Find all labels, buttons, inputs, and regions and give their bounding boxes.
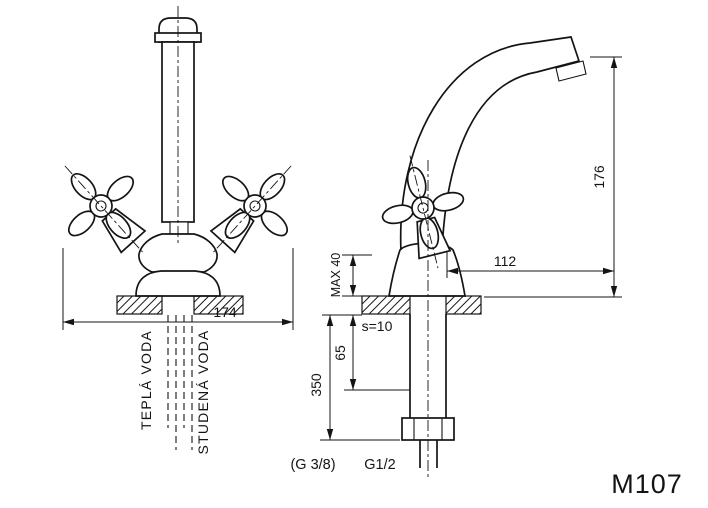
dimension-height-176: 176 bbox=[484, 56, 622, 298]
dimension-max-deck-40: MAX 40 bbox=[329, 253, 372, 298]
dimension-shank-65: 65 bbox=[332, 315, 410, 391]
aerator bbox=[555, 60, 587, 82]
mounting-deck-hatch-side-left bbox=[361, 295, 411, 315]
faucet-base-front bbox=[135, 270, 221, 297]
cold-water-label: STUDENÁ VODA bbox=[195, 330, 211, 455]
hose-thread-label: (G 3/8) bbox=[290, 457, 335, 473]
mounting-deck-hatch-left bbox=[116, 295, 163, 315]
spout-outlet bbox=[169, 221, 189, 235]
dimension-hose-350: 350 bbox=[308, 315, 400, 441]
shank-tube bbox=[409, 314, 447, 418]
side-view: 176 112 MAX 40 65 350 s=10 (G 3/8) G1/2 bbox=[290, 36, 622, 478]
mounting-deck-hatch-right bbox=[193, 295, 244, 315]
max-deck-label: MAX 40 bbox=[329, 253, 343, 298]
dimension-reach-112: 112 bbox=[446, 252, 614, 278]
plate-thickness-label: s=10 bbox=[362, 318, 393, 334]
supply-pipes-dashed bbox=[167, 315, 193, 450]
shank-length-label: 65 bbox=[332, 345, 348, 361]
front-view: 174 TEPLÁ VODA STUDENÁ VODA bbox=[33, 6, 323, 455]
hose-length-label: 350 bbox=[308, 373, 324, 397]
faucet-body-front bbox=[138, 233, 218, 273]
connection-thread-label: G1/2 bbox=[364, 457, 395, 473]
front-width-label: 174 bbox=[213, 304, 237, 320]
spout-reach-label: 112 bbox=[494, 253, 517, 269]
spout-height-label: 176 bbox=[591, 165, 607, 189]
model-number: M107 bbox=[611, 469, 683, 499]
connection-tube bbox=[419, 440, 438, 468]
dimension-width-174: 174 bbox=[62, 248, 294, 330]
hot-water-label: TEPLÁ VODA bbox=[138, 330, 154, 430]
mounting-deck-hatch-side-right bbox=[445, 295, 482, 315]
